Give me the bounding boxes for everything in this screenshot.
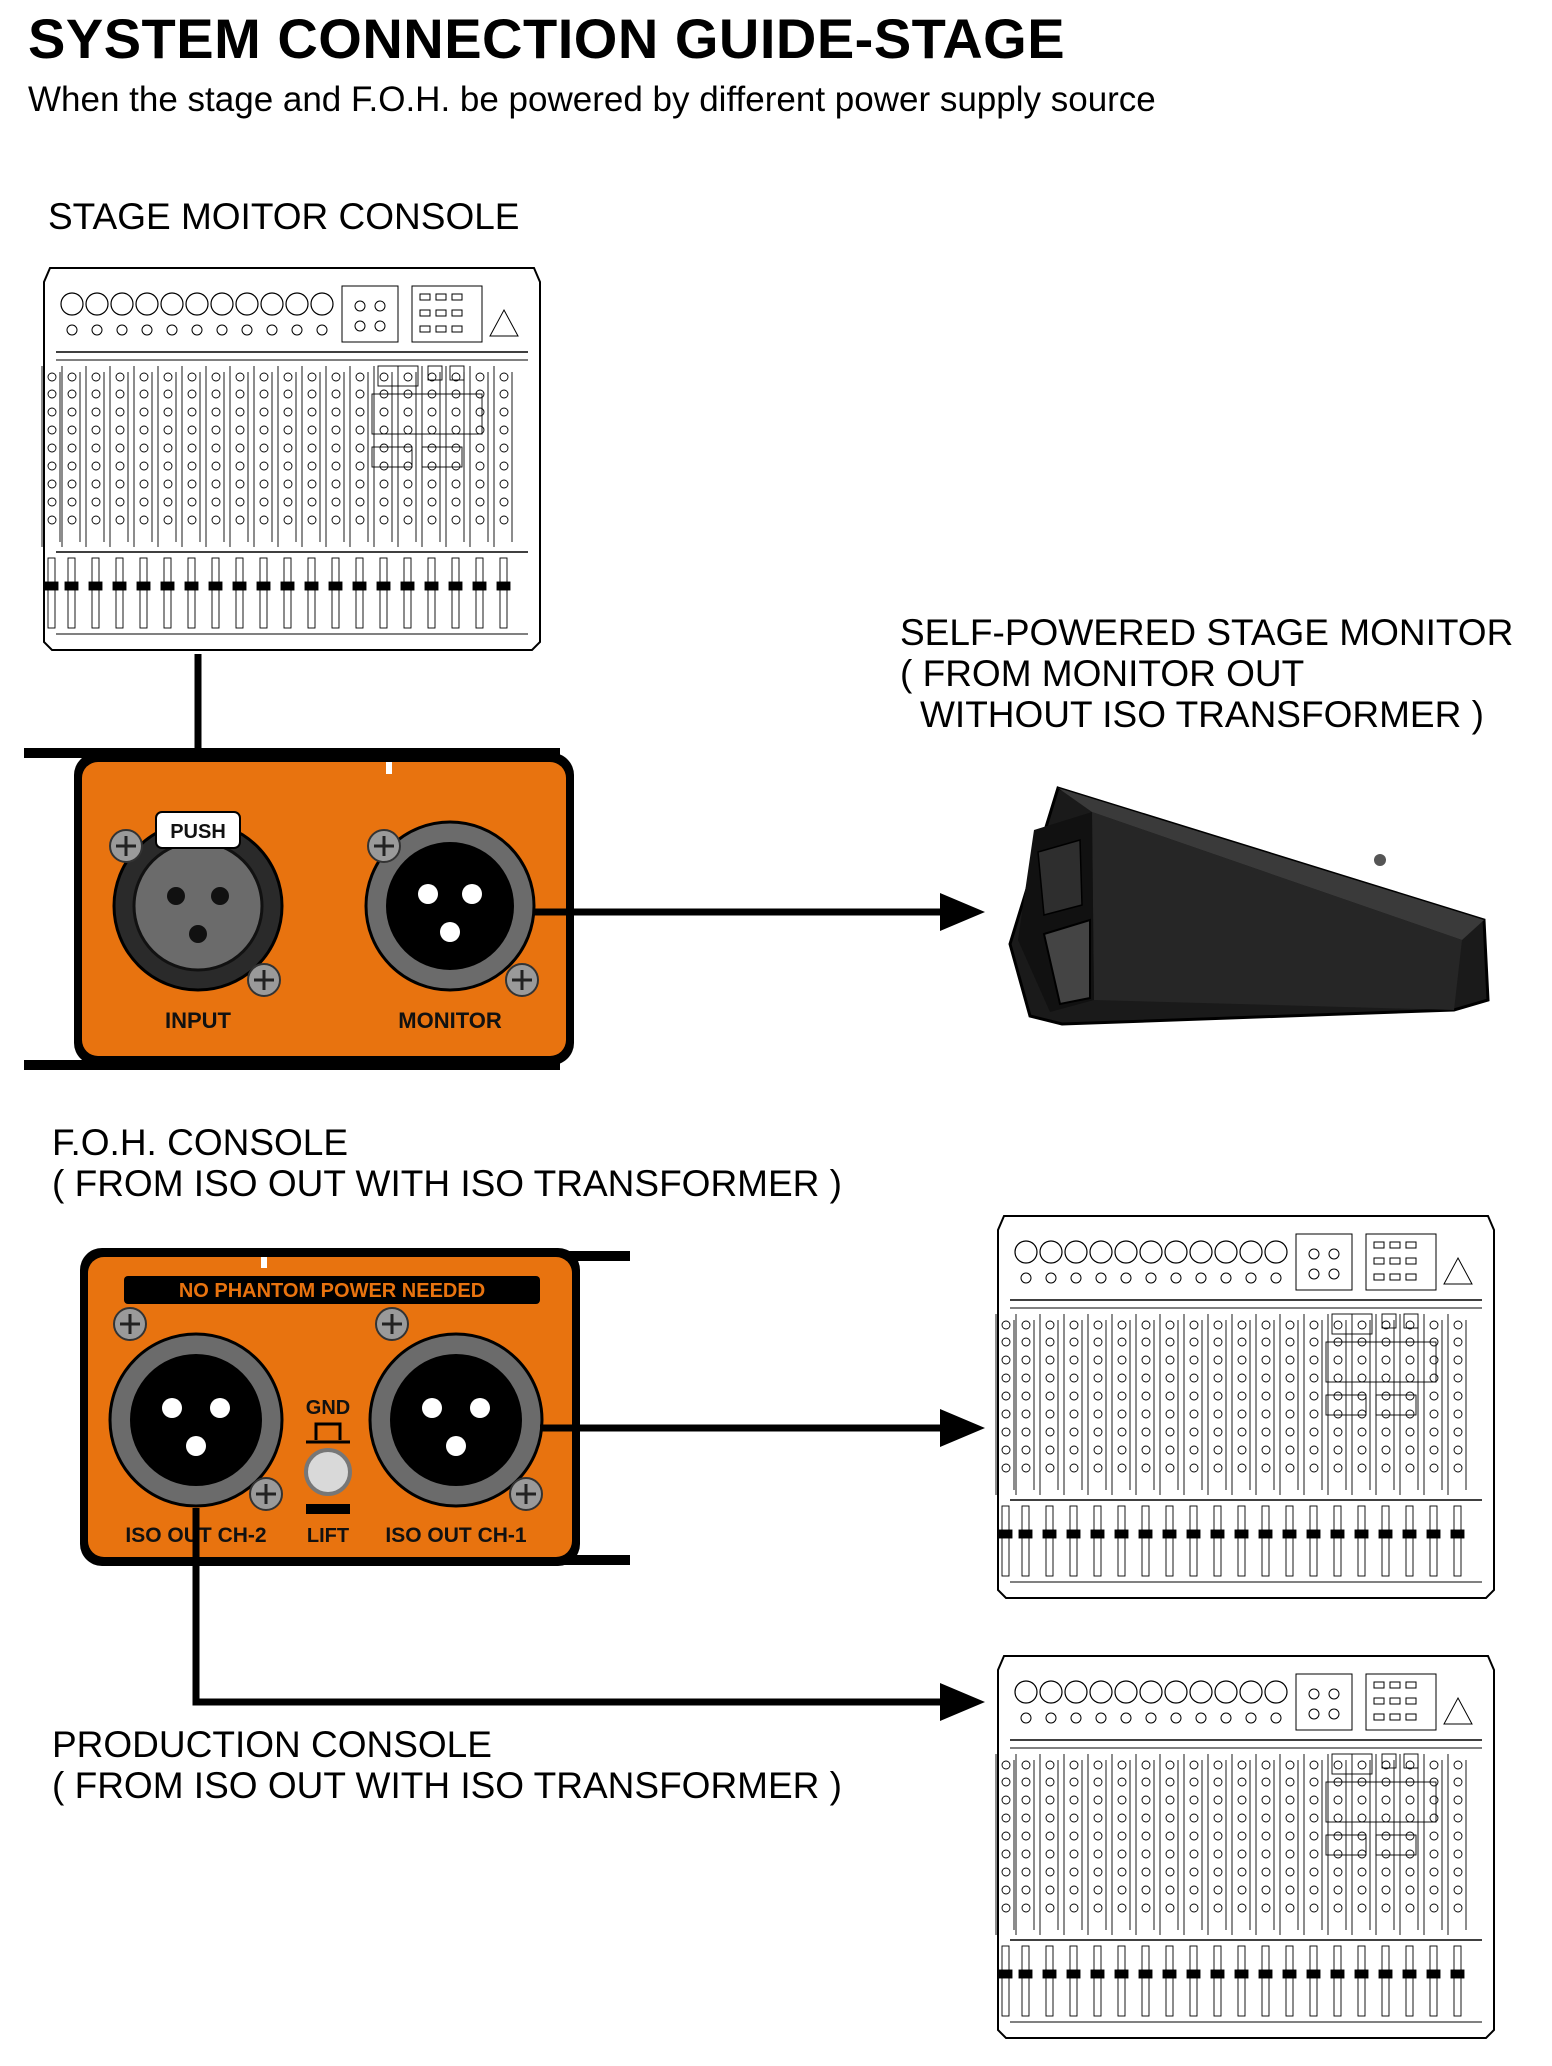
self-powered-monitor-label: SELF-POWERED STAGE MONITOR ( FROM MONITO… <box>900 612 1513 735</box>
monitor-label: MONITOR <box>398 1008 502 1033</box>
lift-label: LIFT <box>307 1525 349 1547</box>
stage-monitor-console <box>42 268 540 650</box>
production-console <box>996 1656 1494 2038</box>
screw-icon <box>109 829 539 997</box>
foh-console <box>996 1216 1494 1598</box>
production-console-label: PRODUCTION CONSOLE ( FROM ISO OUT WITH I… <box>52 1724 842 1806</box>
iso-out-panel: NO PHANTOM POWER NEEDED <box>80 1248 630 1566</box>
production-console-line2: ( FROM ISO OUT WITH ISO TRANSFORMER ) <box>52 1765 843 1806</box>
gnd-label: GND <box>306 1397 350 1419</box>
arrow-icon <box>940 1409 985 1447</box>
xlr-male-icon <box>368 1332 544 1508</box>
xlr-male-icon <box>364 820 536 992</box>
push-label: PUSH <box>170 821 226 843</box>
foh-console-line2: ( FROM ISO OUT WITH ISO TRANSFORMER ) <box>52 1163 843 1204</box>
mixer-console-icon <box>996 1216 1494 1598</box>
xlr-male-icon <box>108 1332 284 1508</box>
arrow-icon <box>940 1683 985 1721</box>
foh-console-line1: F.O.H. CONSOLE <box>52 1122 349 1163</box>
cable-iso-ch2-to-production <box>192 1508 960 1706</box>
self-powered-monitor-line2: ( FROM MONITOR OUT <box>900 653 1305 694</box>
ground-lift-switch-icon <box>304 1422 352 1514</box>
arrow-icon <box>940 893 985 931</box>
input-monitor-panel: PUSH INPUT MONITOR <box>24 748 574 1070</box>
xlr-female-icon <box>112 811 284 992</box>
mixer-console-icon <box>42 268 540 650</box>
speaker-wedge-icon <box>1008 786 1490 1026</box>
foh-console-label: F.O.H. CONSOLE ( FROM ISO OUT WITH ISO T… <box>52 1122 842 1204</box>
self-powered-monitor-line1: SELF-POWERED STAGE MONITOR <box>900 612 1514 653</box>
no-phantom-banner: NO PHANTOM POWER NEEDED <box>179 1280 485 1302</box>
screw-icon <box>113 1307 543 1511</box>
page-subtitle: When the stage and F.O.H. be powered by … <box>28 80 1156 119</box>
mixer-console-icon <box>996 1656 1494 2038</box>
stage-monitor-console-label: STAGE MOITOR CONSOLE <box>48 196 520 237</box>
production-console-line1: PRODUCTION CONSOLE <box>52 1724 492 1765</box>
self-powered-monitor-line3: WITHOUT ISO TRANSFORMER ) <box>920 694 1484 735</box>
page-title: SYSTEM CONNECTION GUIDE-STAGE <box>28 7 1066 70</box>
iso-out-ch1-label: ISO OUT CH-1 <box>385 1524 526 1547</box>
input-label: INPUT <box>165 1008 232 1033</box>
